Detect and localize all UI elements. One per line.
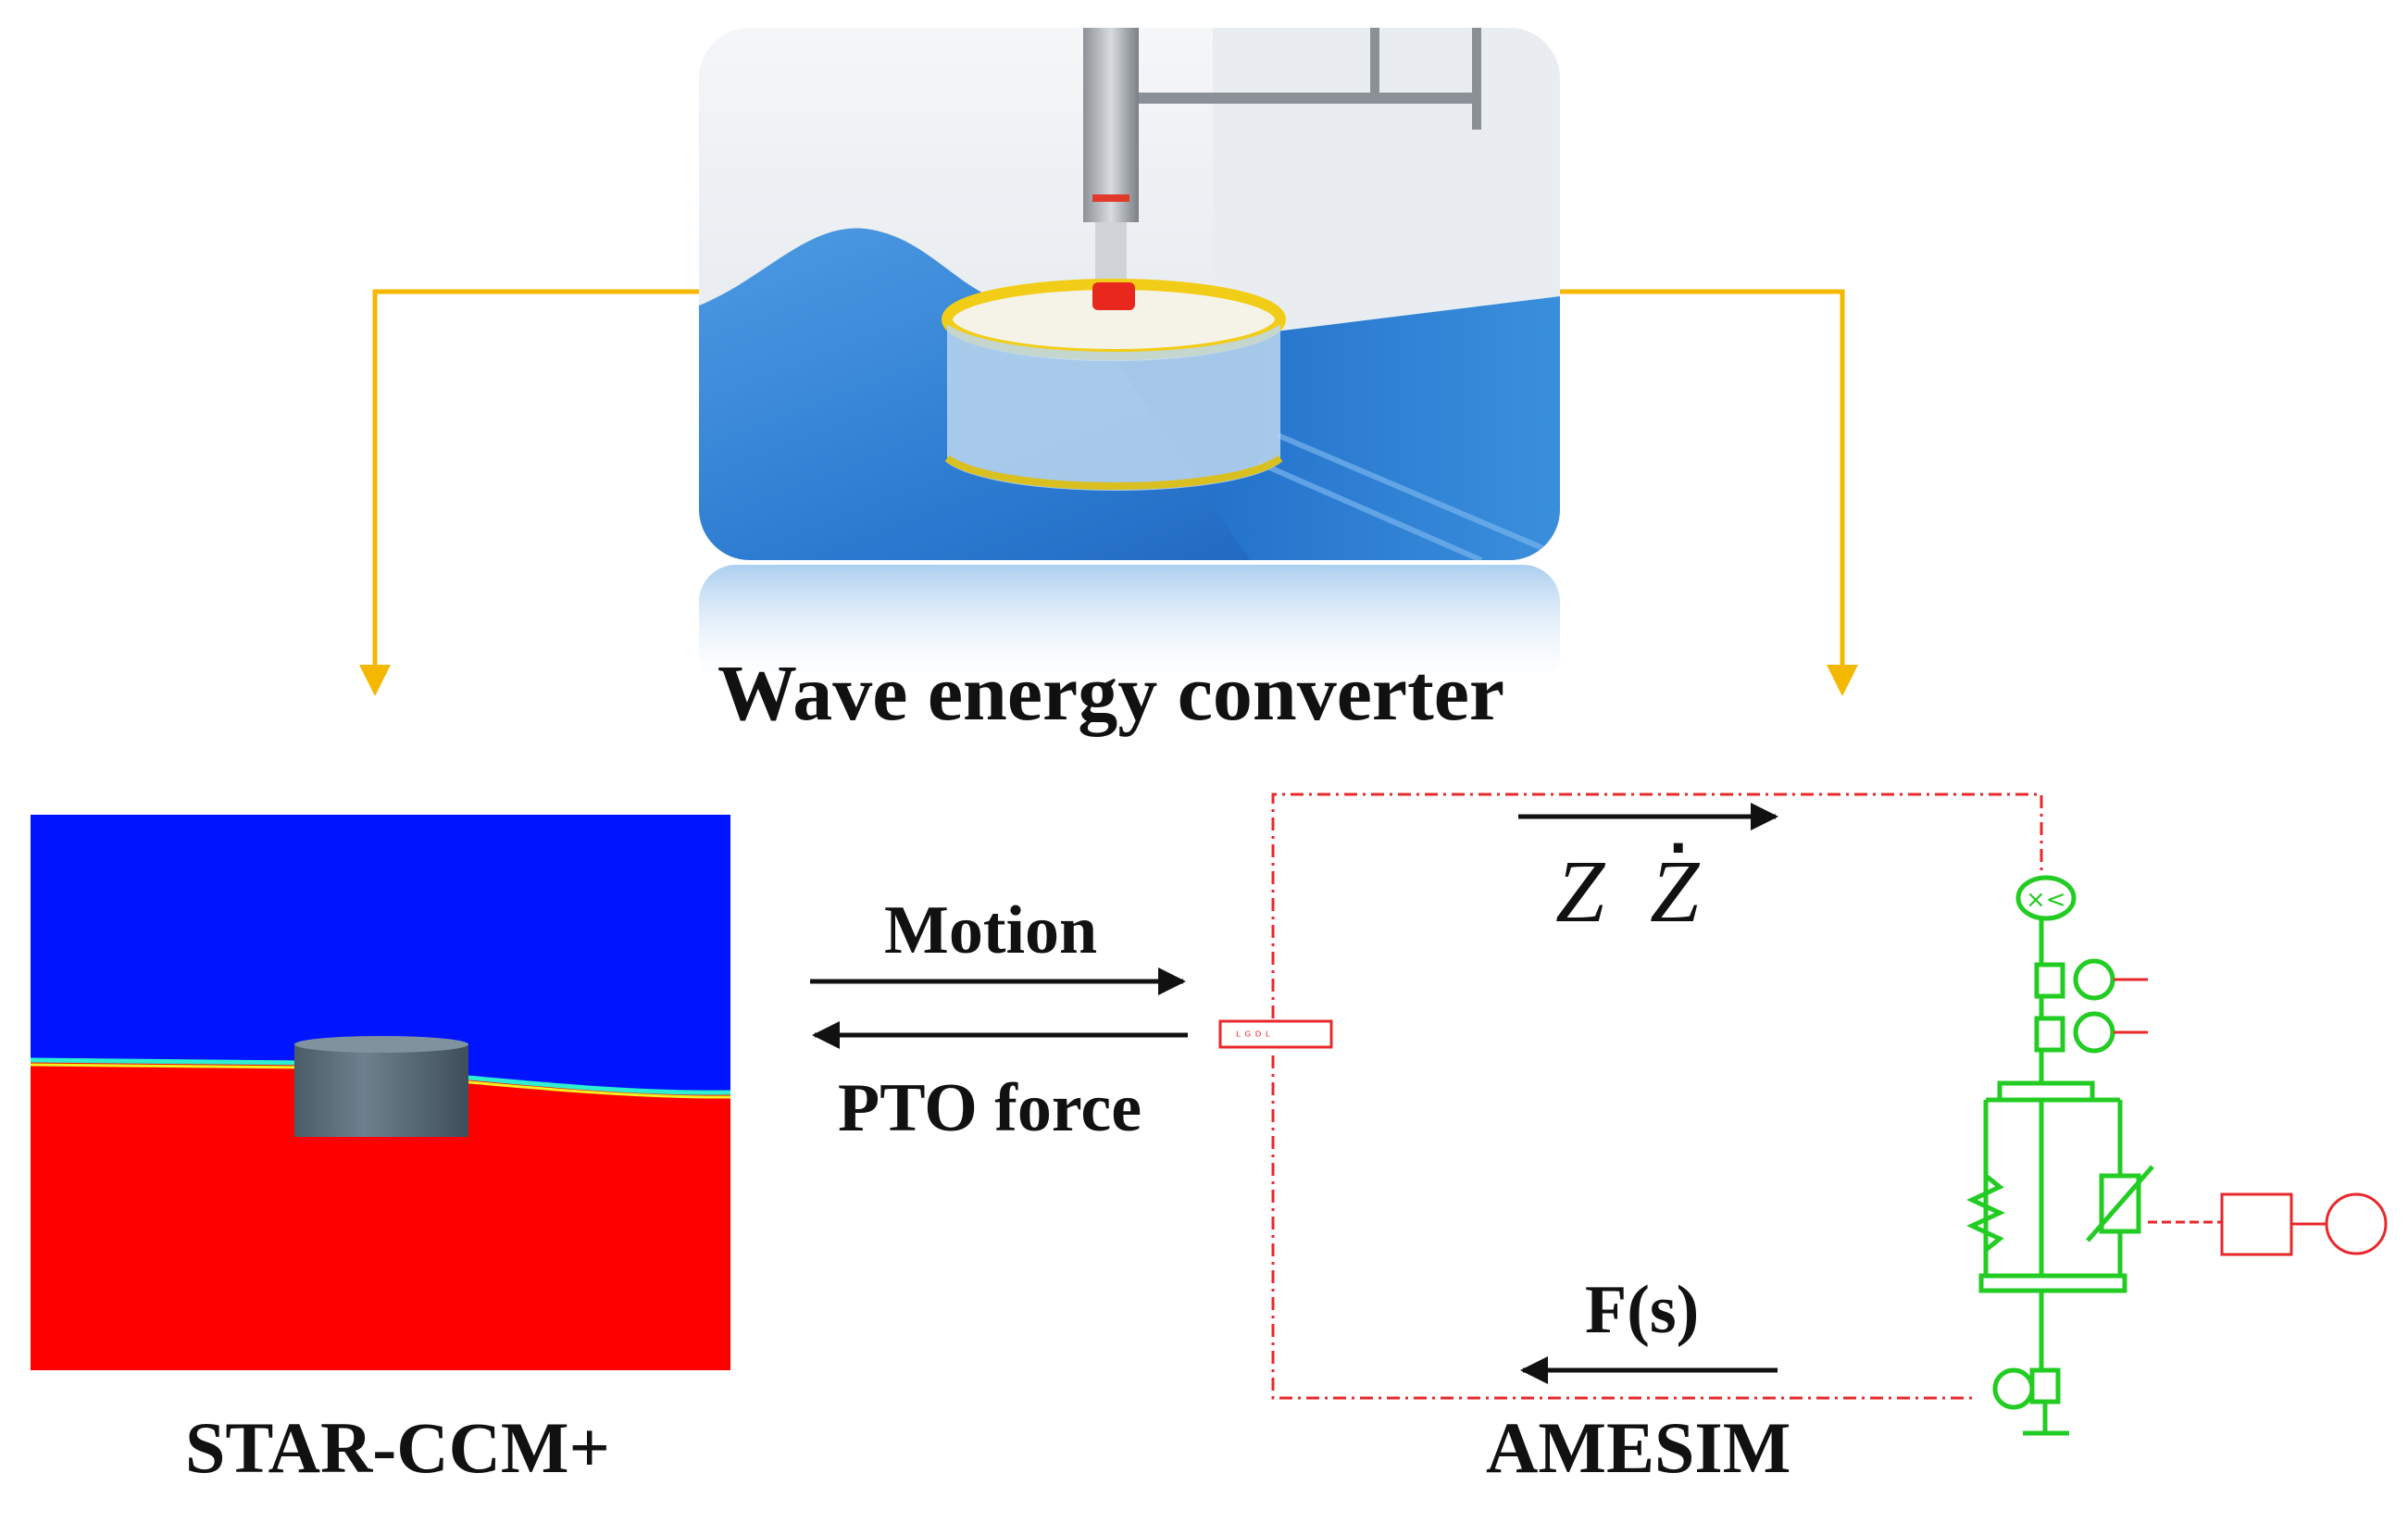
amesim-mechanical-chain: ×< <box>1966 875 2154 1436</box>
down-arrow-icon <box>1827 665 1858 696</box>
symbol-position: Z <box>1555 842 1605 941</box>
title-wave-energy-converter: Wave energy converter <box>717 648 1505 737</box>
wec-photo <box>699 28 1560 560</box>
down-arrow-icon <box>359 665 391 696</box>
sensor-icon <box>1992 1367 2035 1410</box>
amesim-control-chain <box>2114 978 2388 1256</box>
label-motion: Motion <box>884 893 1098 968</box>
connector-right <box>1560 289 1845 667</box>
float-body <box>294 1044 468 1137</box>
label-amesim: AMESIM <box>1486 1407 1791 1488</box>
amesim-loop <box>1271 793 2043 1400</box>
label-star-ccm: STAR-CCM+ <box>185 1407 610 1488</box>
spring-icon <box>1966 1174 2005 1252</box>
wec-photo-reflection <box>699 565 1560 694</box>
sensor-icon <box>2015 875 2077 921</box>
label-pto-force: PTO force <box>838 1070 1142 1146</box>
svg-text:ᴸ ᴳ ᴰ ᴸ: ᴸ ᴳ ᴰ ᴸ <box>1236 1030 1270 1044</box>
label-force-signal: F(s) <box>1585 1272 1700 1348</box>
interface-block: ᴸ ᴳ ᴰ ᴸ <box>1218 1019 1333 1049</box>
connector-left <box>372 289 699 667</box>
velocity-dot: · <box>1669 811 1691 883</box>
svg-text:×<: ×< <box>2026 886 2066 914</box>
symbol-velocity: Z <box>1650 842 1700 941</box>
star-ccm-simulation-view <box>30 815 731 1370</box>
sensor-icon <box>2073 1011 2115 1054</box>
sensor-icon <box>2073 958 2115 1001</box>
